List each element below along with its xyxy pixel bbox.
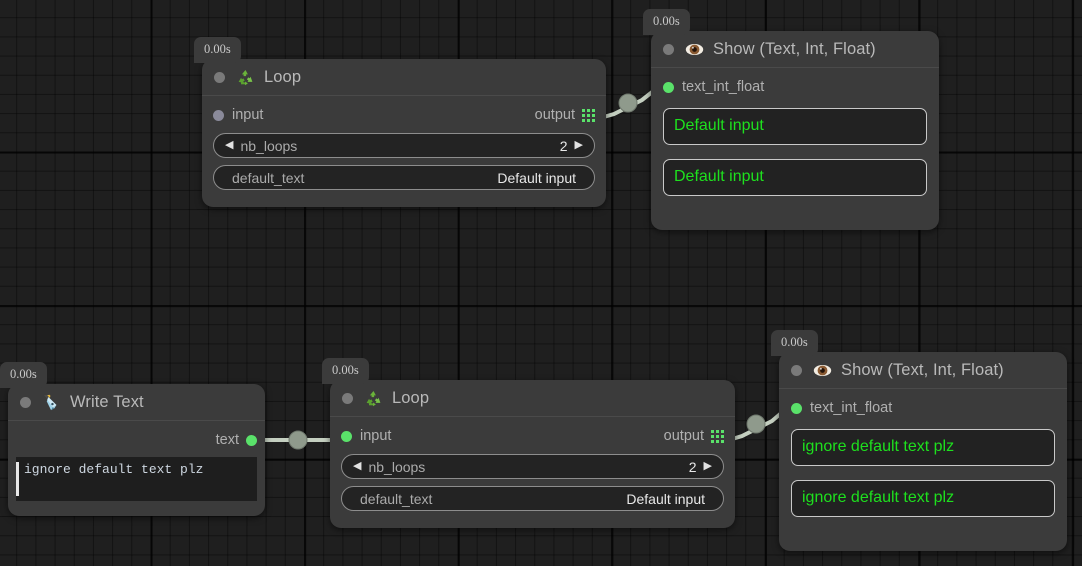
output-port[interactable]: output [535, 107, 595, 123]
node-title: Loop [392, 388, 430, 407]
field-label: nb_loops [368, 458, 426, 475]
field-value[interactable]: 2 [559, 137, 568, 154]
input-port[interactable]: input [341, 428, 391, 444]
node-time-badge: 0.00s [0, 362, 47, 388]
input-port[interactable]: text_int_float [663, 79, 764, 95]
output-port-label: text [215, 432, 239, 448]
wire-midpoint-handle[interactable] [288, 430, 308, 450]
output-port-dot[interactable] [246, 434, 257, 446]
field-label: default_text [360, 490, 433, 507]
text-input-value[interactable]: ignore default text plz [24, 462, 204, 477]
eye-icon [685, 40, 704, 59]
node-collapse-dot[interactable] [663, 43, 674, 55]
input-port-label: input [360, 428, 392, 444]
node-body: input output ◀ nb_loops 2 ▶ default_text… [330, 417, 735, 523]
input-port-dot[interactable] [663, 81, 674, 93]
node-collapse-dot[interactable] [791, 364, 802, 376]
input-port[interactable]: input [213, 107, 263, 123]
input-port-dot[interactable] [341, 430, 352, 442]
output-value-box: Default input [663, 159, 927, 196]
field-label: default_text [232, 169, 305, 186]
text-caret [16, 462, 19, 496]
output-value-box: ignore default text plz [791, 480, 1055, 517]
node-time-badge: 0.00s [322, 358, 369, 384]
port-row: text [16, 429, 257, 451]
node-collapse-dot[interactable] [342, 392, 353, 404]
wire-loop-bottom-to-show-bottom [727, 407, 788, 442]
field-nb-loops[interactable]: ◀ nb_loops 2 ▶ [341, 454, 724, 479]
stepper-left-icon[interactable]: ◀ [225, 139, 234, 151]
node-write-text[interactable]: 0.00s Write Text text [0, 362, 265, 516]
node-loop-top[interactable]: 0.00s Loop input out [194, 37, 606, 207]
port-row: input output [341, 425, 724, 447]
node-body: text ignore default text plz [8, 421, 265, 513]
input-port-dot[interactable] [791, 402, 802, 414]
output-value-box: Default input [663, 108, 927, 145]
input-port-label: text_int_float [810, 400, 893, 416]
node-header[interactable]: Loop [202, 59, 606, 96]
grid-icon[interactable] [582, 108, 595, 122]
node-header[interactable]: Write Text [8, 384, 265, 421]
output-port[interactable]: output [664, 428, 724, 444]
node-header[interactable]: Show (Text, Int, Float) [651, 31, 939, 68]
node-title: Show (Text, Int, Float) [713, 39, 876, 58]
grid-icon[interactable] [711, 429, 724, 443]
text-input-area[interactable]: ignore default text plz [16, 457, 257, 501]
stepper-right-icon[interactable]: ▶ [703, 460, 712, 472]
node-title: Show (Text, Int, Float) [841, 360, 1004, 379]
output-port-label: output [534, 107, 575, 123]
node-title: Loop [264, 67, 302, 86]
node-header[interactable]: Loop [330, 380, 735, 417]
wire-midpoint-handle[interactable] [746, 414, 766, 434]
field-value[interactable]: 2 [688, 458, 697, 475]
port-row: text_int_float [791, 397, 1055, 419]
pen-icon [42, 393, 61, 412]
wire-midpoint-handle[interactable] [618, 93, 638, 113]
node-time-badge: 0.00s [194, 37, 241, 63]
node-collapse-dot[interactable] [20, 396, 31, 408]
field-label: nb_loops [240, 137, 298, 154]
recycle-icon [364, 389, 383, 408]
port-row: text_int_float [663, 76, 927, 98]
node-show-bottom[interactable]: 0.00s Show (Text, Int, Float) text_int_f… [771, 330, 1067, 551]
output-value-box: ignore default text plz [791, 429, 1055, 466]
field-nb-loops[interactable]: ◀ nb_loops 2 ▶ [213, 133, 595, 158]
node-body: text_int_float ignore default text plz i… [779, 389, 1067, 531]
stepper-left-icon[interactable]: ◀ [353, 460, 362, 472]
node-body: input output ◀ nb_loops 2 ▶ default_text… [202, 96, 606, 202]
eye-icon [813, 361, 832, 380]
recycle-icon [236, 68, 255, 87]
field-value[interactable]: Default input [497, 169, 576, 186]
stepper-right-icon[interactable]: ▶ [574, 139, 583, 151]
node-loop-bottom[interactable]: 0.00s Loop input out [322, 358, 735, 528]
input-port-label: input [232, 107, 264, 123]
output-port-label: output [663, 428, 704, 444]
node-time-badge: 0.00s [771, 330, 818, 356]
wire-loop-top-to-show-top [598, 87, 658, 120]
port-row: input output [213, 104, 595, 126]
node-time-badge: 0.00s [643, 9, 690, 35]
node-collapse-dot[interactable] [214, 71, 225, 83]
input-port-label: text_int_float [682, 79, 765, 95]
input-port[interactable]: text_int_float [791, 400, 892, 416]
node-title: Write Text [70, 392, 144, 411]
input-port-dot[interactable] [213, 109, 224, 121]
node-header[interactable]: Show (Text, Int, Float) [779, 352, 1067, 389]
field-value[interactable]: Default input [626, 490, 705, 507]
field-default-text[interactable]: default_text Default input [213, 165, 595, 190]
node-body: text_int_float Default input Default inp… [651, 68, 939, 210]
node-show-top[interactable]: 0.00s Show (Text, Int, Float) text_int_f… [643, 9, 939, 230]
field-default-text[interactable]: default_text Default input [341, 486, 724, 511]
output-port[interactable]: text [216, 432, 257, 448]
